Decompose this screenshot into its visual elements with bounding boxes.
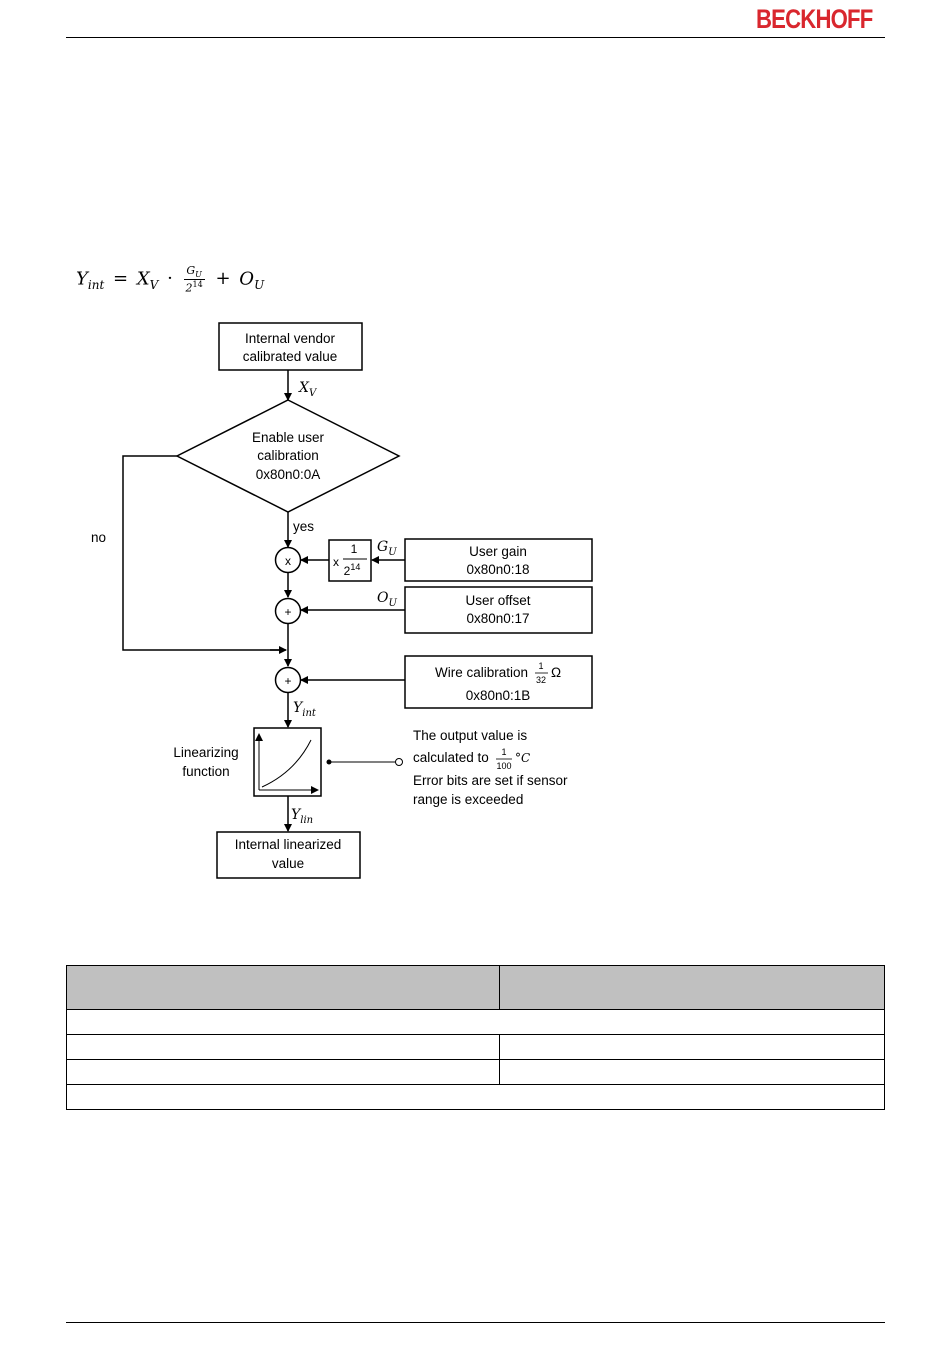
table-row — [66, 1059, 885, 1085]
table-row — [66, 1084, 885, 1110]
note-line2-prefix: calculated to — [413, 750, 489, 765]
wire-cal-num: 1 — [538, 661, 543, 671]
formula-o-sub: U — [254, 278, 265, 293]
plus-symbol-2: + — [284, 674, 291, 688]
beckhoff-logo: BECKHOFF — [756, 4, 873, 34]
formula-fraction: GU 214 — [183, 264, 205, 295]
calibration-formula: Yint = XV · GU 214 + OU — [76, 264, 264, 295]
parameter-table — [66, 965, 885, 1110]
linearized-box-line1: Internal linearized — [235, 837, 342, 852]
table-header-row — [66, 965, 885, 1010]
table-header-cell — [66, 965, 500, 1010]
note-unit: °C — [515, 751, 530, 765]
gain-factor-box — [328, 539, 372, 582]
vendor-box-line1: Internal vendor — [245, 331, 336, 346]
table-row — [66, 1034, 885, 1060]
gain-factor-prefix: x — [333, 555, 339, 569]
xv-label: XV — [298, 380, 318, 399]
linearized-box-line2: value — [272, 856, 304, 871]
user-offset-box — [404, 586, 593, 634]
formula-lhs-sub: int — [87, 278, 105, 293]
wire-cal-index: 0x80n0:1B — [466, 688, 531, 703]
note-den: 100 — [496, 761, 511, 771]
yes-label: yes — [293, 519, 314, 534]
decision-line3: 0x80n0:0A — [256, 467, 321, 482]
user-offset-line1: User offset — [465, 593, 530, 608]
formula-dot: · — [167, 268, 173, 290]
yint-label: Yint — [293, 700, 317, 719]
wire-cal-den: 32 — [536, 675, 546, 685]
note-line4: range is exceeded — [413, 792, 523, 807]
user-gain-line1: User gain — [469, 544, 527, 559]
no-path — [122, 455, 285, 651]
calibration-flow-diagram: Internal vendor calibrated value XV Enab… — [91, 322, 593, 879]
table-cell — [66, 1034, 500, 1060]
plus-symbol-1: + — [284, 605, 291, 619]
decision-line2: calibration — [257, 448, 319, 463]
table-cell — [66, 1059, 500, 1085]
note-line1: The output value is — [413, 728, 527, 743]
formula-frac-den-pow: 14 — [192, 280, 203, 290]
note-connector-dot — [326, 759, 332, 765]
note-num: 1 — [501, 747, 506, 757]
decision-line1: Enable user — [252, 430, 325, 445]
table-cell — [66, 1084, 885, 1110]
table-cell — [66, 1009, 885, 1035]
ylin-label: Ylin — [291, 807, 313, 826]
formula-frac-num: G — [186, 264, 196, 277]
linearizing-line2: function — [182, 764, 229, 779]
formula-lhs: Y — [76, 268, 88, 290]
linearizing-box — [253, 727, 322, 797]
no-label: no — [91, 530, 106, 545]
table-cell — [499, 1034, 885, 1060]
formula-plus: + — [215, 268, 231, 290]
vendor-value-box — [218, 322, 363, 371]
formula-o: O — [239, 268, 255, 290]
gu-label: GU — [377, 539, 397, 558]
user-gain-line2: 0x80n0:18 — [466, 562, 529, 577]
formula-frac-num-sub: U — [195, 270, 202, 280]
note-line3: Error bits are set if sensor — [413, 773, 568, 788]
gain-factor-den: 214 — [344, 562, 361, 578]
wire-cal-unit: Ω — [551, 665, 561, 680]
ou-label: OU — [377, 590, 397, 609]
gain-factor-num: 1 — [351, 542, 358, 556]
table-header-cell — [499, 965, 885, 1010]
linearizing-line1: Linearizing — [173, 745, 238, 760]
wire-calibration-box — [404, 655, 593, 709]
footer-rule — [66, 1322, 885, 1323]
linearizing-curve — [261, 739, 312, 788]
multiply-symbol: x — [285, 554, 291, 568]
vendor-box-line2: calibrated value — [243, 349, 338, 364]
formula-x-sub: V — [149, 278, 159, 293]
table-cell — [499, 1059, 885, 1085]
user-offset-line2: 0x80n0:17 — [466, 611, 529, 626]
wire-cal-label: Wire calibration — [435, 665, 528, 680]
linearized-value-box — [216, 831, 361, 879]
formula-frac-den: 2 — [185, 281, 193, 295]
header-rule — [66, 37, 885, 38]
note-connector-end — [395, 758, 403, 766]
formula-x: X — [136, 268, 150, 290]
formula-eq: = — [113, 268, 129, 290]
table-row — [66, 1009, 885, 1035]
